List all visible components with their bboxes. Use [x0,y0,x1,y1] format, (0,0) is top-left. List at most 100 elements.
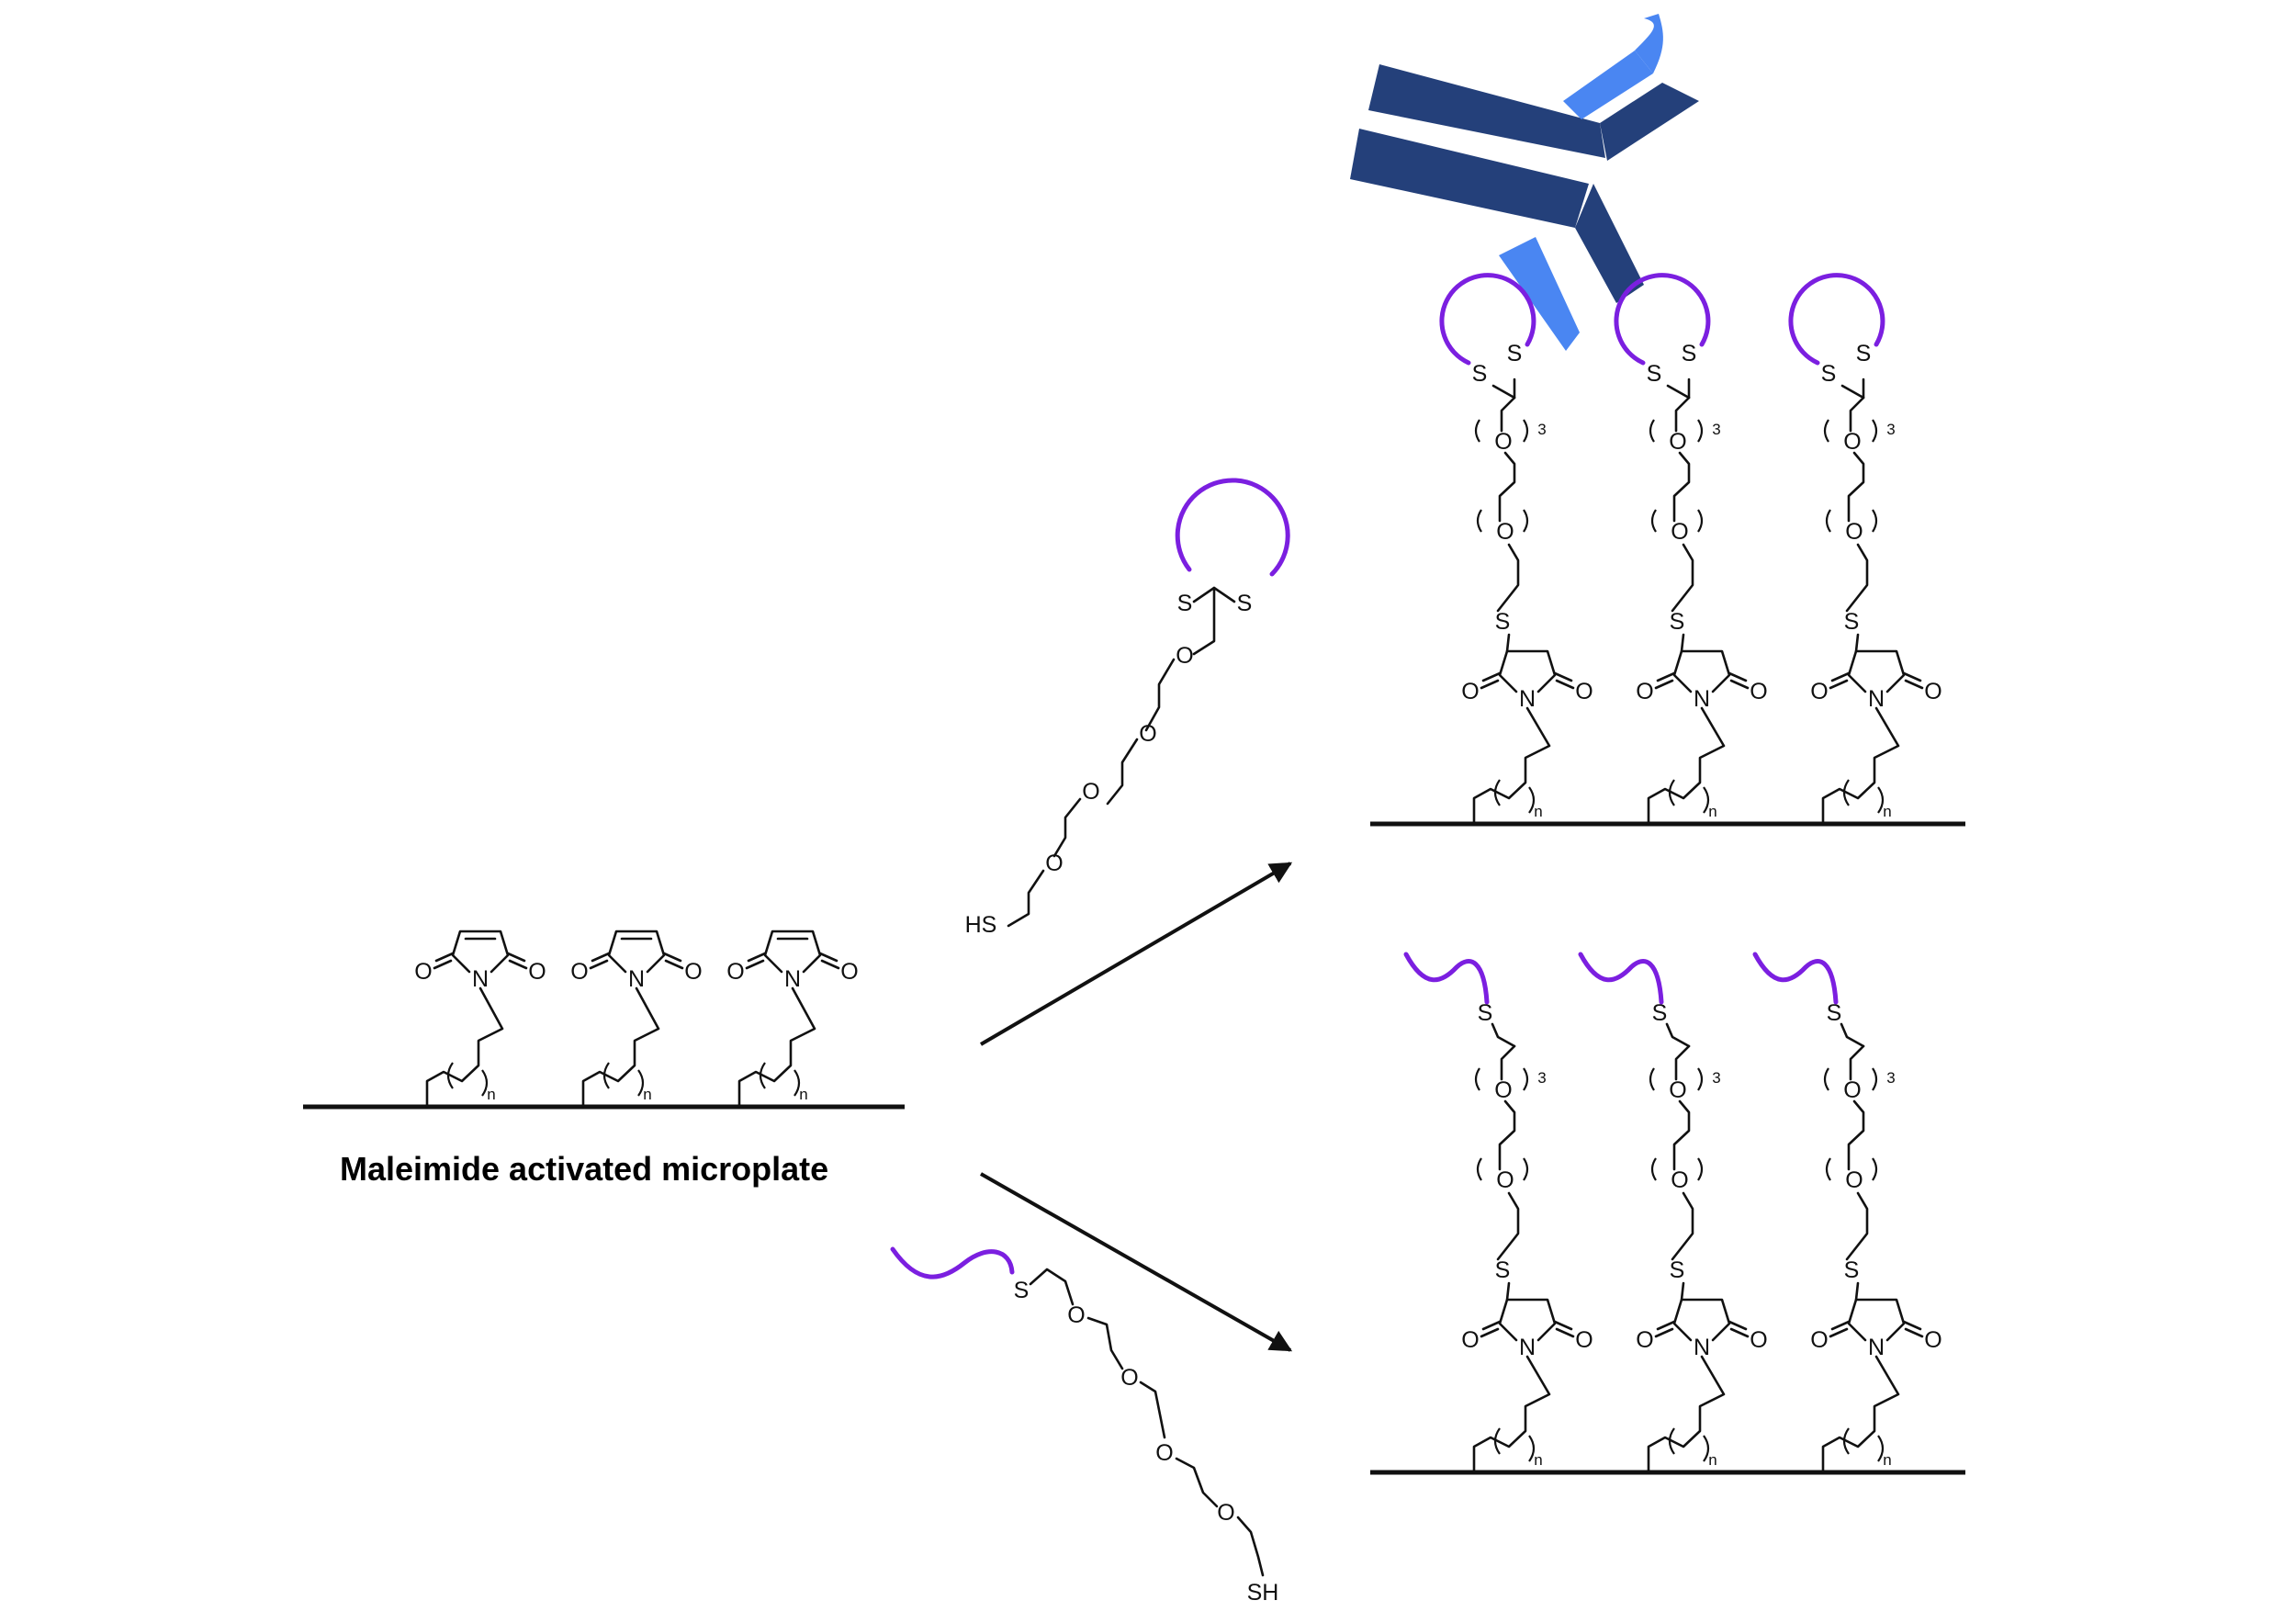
atom-s: S [1472,361,1488,387]
atom-hs: HS [965,912,997,938]
atom-o: O [726,959,744,985]
atom-o: O [1669,1077,1686,1103]
atom-o: O [1139,721,1156,747]
atom-o: O [1669,429,1686,455]
atom-o: O [1155,1440,1173,1466]
atom-o: O [1671,1167,1688,1193]
atom-n: N [1868,686,1885,712]
atom-o: O [840,959,858,985]
atom-n: N [472,966,489,992]
atom-n: N [1519,1335,1536,1360]
atom-n: N [1694,1335,1710,1360]
atom-s: S [1507,341,1523,366]
atom-o: O [1843,429,1861,455]
atom-o: O [1120,1365,1138,1391]
atom-o: O [1217,1500,1234,1526]
plate-caption: Maleimide activated microplate [340,1150,828,1188]
atom-s: S [1647,361,1662,387]
cyclic-peptide-icon [1788,273,1885,366]
atom-o: O [1636,679,1653,704]
atom-s: S [1495,609,1511,635]
atom-o: O [1750,1327,1767,1353]
repeat-subscript: 3 [1712,1069,1720,1087]
atom-o: O [1575,679,1593,704]
atom-o: O [1575,1327,1593,1353]
repeat-subscript: 3 [1886,421,1895,438]
atom-o: O [528,959,546,985]
repeat-subscript: 3 [1886,1069,1895,1087]
arrow-to-cyclic-product [979,862,1293,1046]
atom-s: S [1495,1257,1511,1283]
arrow-to-linear-product [980,1172,1293,1352]
atom-s: S [1014,1278,1030,1303]
atom-n: N [1694,686,1710,712]
atom-o: O [1082,779,1099,805]
cyclic-peptide-icon [1439,273,1536,366]
atom-s: S [1478,1000,1493,1026]
atom-o: O [1810,1327,1828,1353]
atom-o: O [1176,643,1193,669]
atom-s: S [1670,1257,1685,1283]
antibody-icon [1350,14,1699,351]
atom-o: O [1496,519,1514,545]
atom-o: O [1067,1302,1085,1328]
atom-o: O [684,959,702,985]
repeat-subscript: n [1708,803,1716,820]
repeat-subscript: n [1883,1451,1891,1469]
linear-peptide-icon [1752,952,1839,1005]
linear-peptide-icon [1403,952,1490,1005]
atom-o: O [1461,1327,1479,1353]
atom-s: S [1827,1000,1842,1026]
atom-s: S [1844,609,1860,635]
repeat-subscript: n [1883,803,1891,820]
repeat-subscript: 3 [1537,421,1546,438]
atom-o: O [1045,851,1063,876]
atom-n: N [784,966,801,992]
atom-o: O [1496,1167,1514,1193]
maleimide-linker: n N O O [570,930,703,1109]
maleimide-linker: n N O O [726,930,859,1109]
repeat-subscript: 3 [1537,1069,1546,1087]
linear-peptide-icon [890,1246,1015,1279]
atom-n: N [1519,686,1536,712]
cyclic-peptide-reagent: S S O O O O HS [965,478,1290,938]
atom-s: S [1844,1257,1860,1283]
repeat-subscript: n [1708,1451,1716,1469]
atom-o: O [1924,679,1941,704]
atom-o: O [1843,1077,1861,1103]
atom-o: O [570,959,588,985]
atom-sh: SH [1247,1580,1279,1606]
repeat-subscript: n [643,1086,651,1103]
repeat-subscript: n [799,1086,807,1103]
repeat-subscript: n [1534,1451,1542,1469]
atom-o: O [1636,1327,1653,1353]
atom-s: S [1177,591,1193,616]
atom-n: N [1868,1335,1885,1360]
linear-peptide-icon [1578,952,1664,1005]
atom-o: O [1810,679,1828,704]
atom-o: O [1845,1167,1863,1193]
atom-s: S [1237,591,1253,616]
atom-s: S [1821,361,1837,387]
cyclic-peptide-icon [1614,273,1711,366]
atom-o: O [414,959,432,985]
atom-n: N [628,966,645,992]
atom-o: O [1494,1077,1512,1103]
atom-o: O [1924,1327,1941,1353]
atom-s: S [1652,1000,1668,1026]
atom-o: O [1671,519,1688,545]
cyclic-peptide-icon [1175,478,1290,577]
atom-o: O [1845,519,1863,545]
atom-s: S [1670,609,1685,635]
atom-o: O [1494,429,1512,455]
linear-peptide-reagent: S O O O O SH [890,1246,1279,1606]
